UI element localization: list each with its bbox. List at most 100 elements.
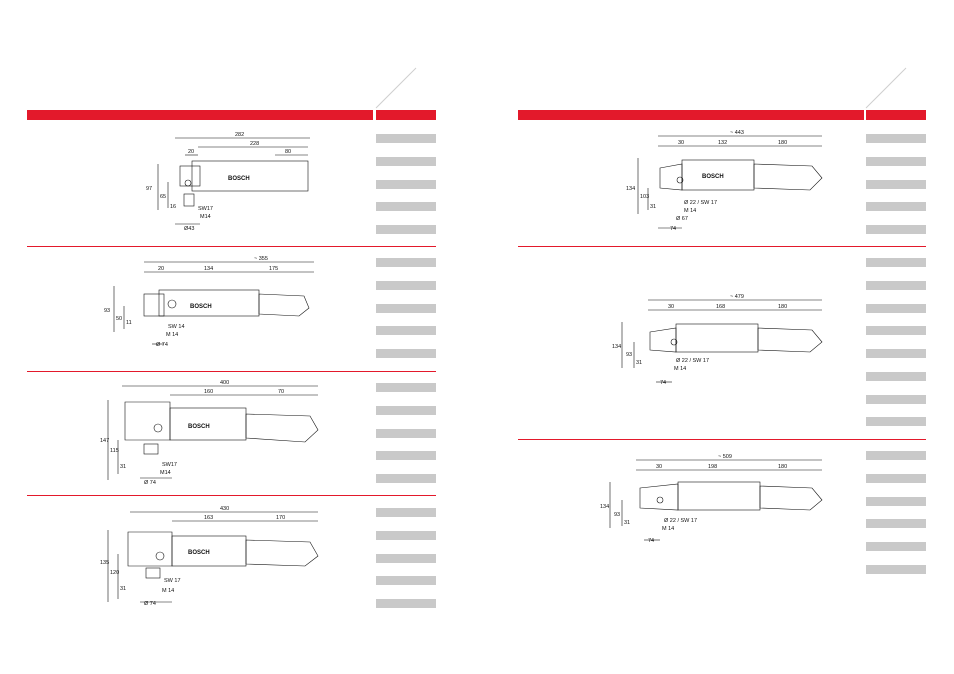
tool-drawing-4: 430 163 170 135 120 31 BOSCH SW 17 M 14 …	[100, 506, 319, 607]
dim-h1: 134	[626, 186, 635, 192]
spec-placeholder	[376, 599, 436, 608]
dim-total: ~ 443	[730, 130, 744, 136]
tool-drawing-2: ~ 355 20 134 175 93 50 11 BOSCH SW 14 M …	[104, 256, 314, 348]
right-section-divider-1	[518, 246, 926, 247]
spec-placeholder	[376, 576, 436, 585]
tool-drawing-3: 400 160 70 147 115 31 BOSCH SW17 M14 Ø 7…	[100, 380, 319, 486]
right-section-divider-2	[518, 439, 926, 440]
left-section-divider-1	[27, 246, 436, 247]
spec-placeholder	[376, 429, 436, 438]
spec-placeholder	[866, 451, 926, 460]
label-1: SW17	[198, 206, 213, 212]
dim-total: 400	[220, 380, 229, 386]
label-2: M14	[200, 214, 211, 220]
dim-h2: 93	[614, 512, 620, 518]
tool-drawing-1: 282 228 20 80 97 65 16 BOSCH SW17 M14 Ø4…	[146, 132, 310, 232]
spec-placeholder	[376, 225, 436, 234]
dim-d3: 180	[778, 140, 787, 146]
brand-logo: BOSCH	[188, 424, 210, 430]
dim-d1: 30	[656, 464, 662, 470]
spec-placeholder	[376, 326, 436, 335]
spec-placeholder	[866, 326, 926, 335]
spec-placeholder	[866, 180, 926, 189]
label-3: Ø 74	[144, 480, 156, 486]
dim-d1: 20	[158, 266, 164, 272]
dim-h3: 31	[120, 586, 126, 592]
spec-placeholder	[376, 349, 436, 358]
tool-drawing-5: ~ 443 30 132 180 134 103 31 BOSCH Ø 22 /…	[626, 130, 823, 232]
tool-drawing-6: ~ 479 30 168 180 134 93 31 Ø 22 / SW 17 …	[612, 294, 823, 386]
dim-total: 430	[220, 506, 229, 512]
dim-d2: 132	[718, 140, 727, 146]
dim-h1: 147	[100, 438, 109, 444]
label-1: Ø 22 / SW 17	[684, 200, 717, 206]
dim-d2: 168	[716, 304, 725, 310]
dim-h2: 65	[160, 194, 166, 200]
tool-drawing-7: ~ 509 30 198 180 134 93 31 Ø 22 / SW 17 …	[600, 454, 823, 544]
left-section-divider-2	[27, 371, 436, 372]
label-2: M 14	[166, 332, 178, 338]
dim-d1: 30	[678, 140, 684, 146]
spec-placeholder	[376, 554, 436, 563]
spec-placeholder	[376, 304, 436, 313]
dim-d2: 198	[708, 464, 717, 470]
spec-placeholder	[866, 157, 926, 166]
spec-placeholder	[376, 383, 436, 392]
label-3: 74	[648, 538, 654, 544]
left-header-bar	[27, 110, 373, 120]
spec-placeholder	[376, 157, 436, 166]
dim-h1: 134	[600, 504, 609, 510]
dim-h3: 31	[636, 360, 642, 366]
right-header-tab	[866, 110, 926, 120]
dim-d3: 180	[778, 304, 787, 310]
dim-h2: 50	[116, 316, 122, 322]
spec-placeholder	[866, 519, 926, 528]
label-2: M14	[160, 470, 171, 476]
spec-placeholder	[866, 281, 926, 290]
dim-d1: 160	[204, 389, 213, 395]
dim-total: ~ 509	[718, 454, 732, 460]
label-1: SW 14	[168, 324, 185, 330]
dim-d2: 134	[204, 266, 213, 272]
label-3: 74	[660, 380, 666, 386]
spec-placeholder	[866, 134, 926, 143]
dim-h1: 93	[104, 308, 110, 314]
spec-placeholder	[866, 225, 926, 234]
dim-h3: 31	[120, 464, 126, 470]
spec-placeholder	[866, 304, 926, 313]
label-3: Ø 74	[144, 601, 156, 607]
spec-placeholder	[866, 258, 926, 267]
spec-placeholder	[866, 202, 926, 211]
dim-h2: 103	[640, 194, 649, 200]
spec-placeholder	[376, 134, 436, 143]
label-3: Ø 67	[676, 216, 688, 222]
dim-d2: 20	[188, 149, 194, 155]
spec-placeholder	[376, 180, 436, 189]
corner-mark-right	[865, 67, 907, 109]
spec-placeholder	[376, 406, 436, 415]
dim-d1: 30	[668, 304, 674, 310]
spec-placeholder	[376, 202, 436, 211]
spec-placeholder	[376, 531, 436, 540]
dim-d3: 80	[285, 149, 291, 155]
spec-placeholder	[376, 258, 436, 267]
label-1: SW 17	[164, 578, 181, 584]
dim-h2: 115	[110, 448, 119, 454]
brand-logo: BOSCH	[228, 176, 250, 182]
right-header-bar	[518, 110, 864, 120]
label-4: 74	[670, 226, 676, 232]
brand-logo: BOSCH	[188, 550, 210, 556]
dim-d3: 180	[778, 464, 787, 470]
label-1: Ø 22 / SW 17	[676, 358, 709, 364]
dim-total: ~ 479	[730, 294, 744, 300]
left-header-tab	[376, 110, 436, 120]
brand-logo: BOSCH	[190, 304, 212, 310]
spec-placeholder	[866, 417, 926, 426]
dim-h1: 134	[612, 344, 621, 350]
dim-total: 282	[235, 132, 244, 138]
dim-h2: 120	[110, 570, 119, 576]
label-1: SW17	[162, 462, 177, 468]
dim-h3: 31	[624, 520, 630, 526]
left-section-divider-3	[27, 495, 436, 496]
spec-placeholder	[376, 281, 436, 290]
